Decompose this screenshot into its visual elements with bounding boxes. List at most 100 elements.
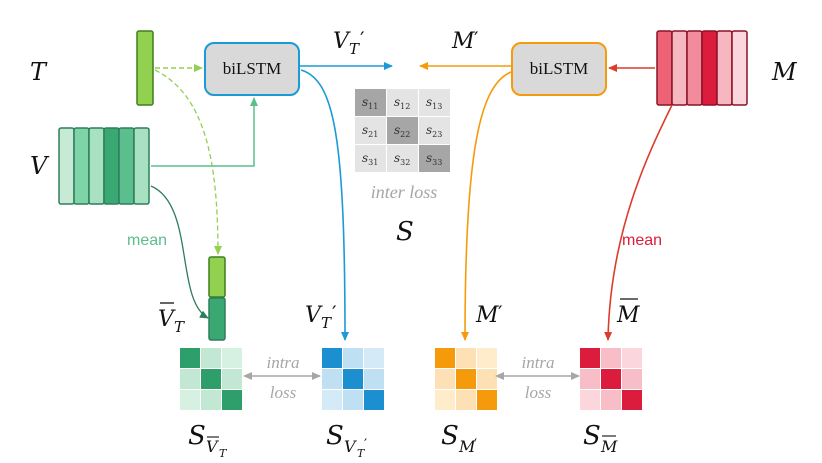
svg-text:S: S (326, 421, 344, 451)
svg-text:S: S (583, 421, 601, 451)
matrix-cell (601, 369, 621, 389)
label-t: T (30, 58, 48, 86)
svg-text:′: ′ (498, 301, 503, 325)
matrix-cell (435, 348, 455, 368)
label-s-vt: S V T ′ (326, 421, 367, 460)
matrix-cell (180, 390, 200, 410)
arrow-v-to-bilstm (151, 97, 258, 167)
svg-text:M: M (616, 303, 640, 328)
svg-text:M: M (451, 29, 475, 54)
intra-loss-right-line1: intra (521, 353, 554, 372)
matrix-cell (435, 390, 455, 410)
matrix-cell (364, 390, 384, 410)
label-s-vbar: S V T (188, 421, 228, 460)
svg-text:biLSTM: biLSTM (530, 59, 589, 78)
arrow-bilstm-to-sm (461, 71, 512, 341)
svg-text:T: T (321, 314, 332, 332)
intra-loss-left-line2: loss (270, 383, 297, 402)
sim-cell (355, 145, 386, 172)
bilstm-right: biLSTM (511, 42, 607, 96)
matrix-cell (322, 348, 342, 368)
label-mean-v: mean (127, 232, 167, 249)
sim-cell (387, 89, 418, 116)
svg-text:T: T (219, 447, 228, 460)
svg-text:′: ′ (332, 301, 337, 325)
sim-cell (387, 117, 418, 144)
sim-cell (419, 89, 450, 116)
svg-text:′: ′ (364, 437, 367, 453)
matrix-cell (322, 369, 342, 389)
sim-cell (419, 117, 450, 144)
svg-text:V: V (158, 307, 176, 332)
matrix-cell (222, 390, 242, 410)
label-vt-prime-bottom: V T ′ (305, 301, 337, 332)
label-m: M (771, 58, 798, 86)
svg-text:M: M (458, 437, 476, 456)
svg-text:T: T (174, 318, 185, 336)
svg-text:T: T (349, 40, 360, 58)
matrix-cell (622, 369, 642, 389)
matrix-cell (601, 348, 621, 368)
matrix-s-mbar (580, 348, 642, 410)
matrix-cell (456, 390, 476, 410)
label-s: S (396, 217, 414, 247)
matrix-cell (180, 348, 200, 368)
matrix-s-vt (322, 348, 384, 410)
matrix-cell (222, 348, 242, 368)
matrix-s-m (435, 348, 497, 410)
svg-text:V: V (206, 437, 219, 456)
sim-cell (387, 145, 418, 172)
svg-text:S: S (441, 421, 459, 451)
matrix-cell (622, 348, 642, 368)
v-matrix (58, 127, 150, 205)
label-vbar: V T (158, 302, 185, 336)
matrix-cell (322, 390, 342, 410)
bilstm-left: biLSTM (204, 42, 300, 96)
inter-loss-label: inter loss (371, 182, 438, 202)
label-mean-m: mean (622, 232, 662, 249)
label-mbar: M (616, 298, 640, 328)
arrow-m-mean (604, 104, 673, 341)
matrix-cell (180, 369, 200, 389)
matrix-cell (435, 369, 455, 389)
arrow-bilstm-to-svt (300, 69, 349, 341)
label-m-prime-top: M ′ (451, 27, 479, 54)
matrix-cell (364, 369, 384, 389)
label-s-mbar: S M (583, 421, 618, 456)
arrow-v-mean (150, 185, 209, 319)
svg-text:′: ′ (474, 437, 477, 453)
matrix-cell (477, 369, 497, 389)
intra-loss-right-line2: loss (525, 383, 552, 402)
svg-text:V: V (333, 29, 351, 54)
matrix-cell (343, 348, 363, 368)
label-vt-prime-top: V T ′ (333, 27, 365, 58)
matrix-cell (222, 369, 242, 389)
sim-cell (355, 89, 386, 116)
t-vector (136, 30, 154, 106)
vbar-bottom (208, 297, 226, 341)
matrix-cell (343, 369, 363, 389)
svg-text:M: M (475, 303, 499, 328)
matrix-cell (201, 369, 221, 389)
matrix-cell (580, 348, 600, 368)
matrix-cell (477, 348, 497, 368)
intra-loss-left-line1: intra (266, 353, 299, 372)
matrix-cell (477, 390, 497, 410)
matrix-cell (201, 348, 221, 368)
matrix-cell (364, 348, 384, 368)
arrow-t-to-vbar (154, 69, 222, 255)
matrix-cell (456, 369, 476, 389)
svg-text:T: T (357, 447, 366, 460)
m-matrix (656, 30, 748, 106)
svg-text:S: S (188, 421, 206, 451)
matrix-cell (622, 390, 642, 410)
svg-text:V: V (305, 303, 323, 328)
svg-text:′: ′ (360, 27, 365, 51)
sim-cell (419, 145, 450, 172)
svg-text:′: ′ (474, 27, 479, 51)
matrix-cell (580, 369, 600, 389)
matrix-cell (601, 390, 621, 410)
matrix-s-vbar (180, 348, 242, 410)
